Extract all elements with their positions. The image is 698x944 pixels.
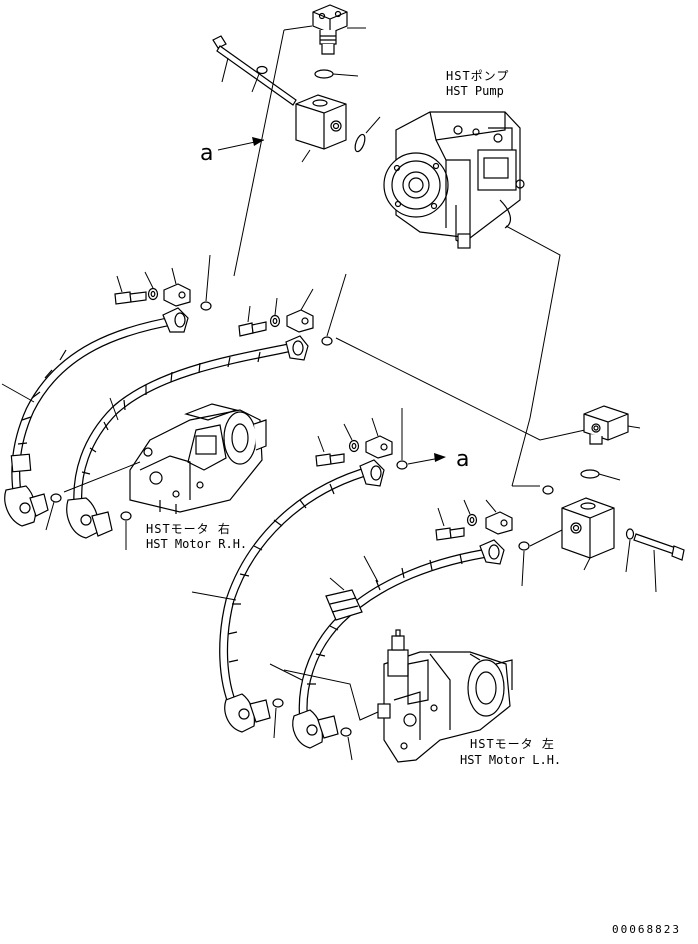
bolt-row-4	[435, 499, 530, 587]
ref-arrow-a-mid: a	[396, 408, 469, 472]
bolt-row-3	[315, 417, 393, 467]
motor-lh-label-en: HST Motor L.H.	[460, 753, 561, 767]
ref-label-a-mid: a	[456, 447, 469, 472]
hst-pump: HSTポンプ HST Pump	[383, 69, 525, 249]
upper-bolt	[212, 35, 297, 106]
upper-washer	[251, 65, 268, 93]
lower-oring-mid	[542, 485, 554, 495]
motor-lh-label-jp: HSTモータ 左	[470, 736, 555, 751]
motor-rh-label-en: HST Motor R.H.	[146, 537, 247, 551]
bolt-row-1	[114, 254, 212, 311]
lower-bolt	[633, 533, 685, 593]
pump-label-en: HST Pump	[446, 84, 504, 98]
upper-elbow-fitting	[312, 4, 366, 55]
hst-motor-rh: HSTモータ 右 HST Motor R.H.	[63, 403, 267, 551]
hose-clamp	[325, 577, 363, 621]
lower-elbow-fitting	[583, 405, 641, 445]
upper-oring	[314, 69, 359, 79]
leader-upper-to-elbow	[233, 29, 285, 277]
hose-rh-outer	[1, 307, 189, 531]
leader-oring-to-block	[335, 337, 586, 441]
lower-adapter-block	[561, 497, 615, 571]
hose-rh-inner	[66, 335, 309, 550]
upper-adapter-block	[295, 94, 347, 163]
motor-rh-label-jp: HSTモータ 右	[146, 521, 231, 536]
leader-pump-to-lower	[505, 225, 561, 419]
hose-lh-outer	[191, 459, 385, 739]
pump-label-jp: HSTポンプ	[446, 69, 509, 83]
drawing-code: 00068823	[612, 923, 681, 936]
hst-motor-lh: HSTモータ 左 HST Motor L.H.	[283, 629, 561, 767]
bolt-row-2	[238, 273, 347, 346]
ref-arrow-a-top: a	[200, 137, 265, 166]
lower-washer	[625, 528, 635, 573]
lower-oring-top	[580, 469, 621, 481]
pump-side-oring	[354, 116, 381, 153]
ref-label-a-top: a	[200, 141, 213, 166]
